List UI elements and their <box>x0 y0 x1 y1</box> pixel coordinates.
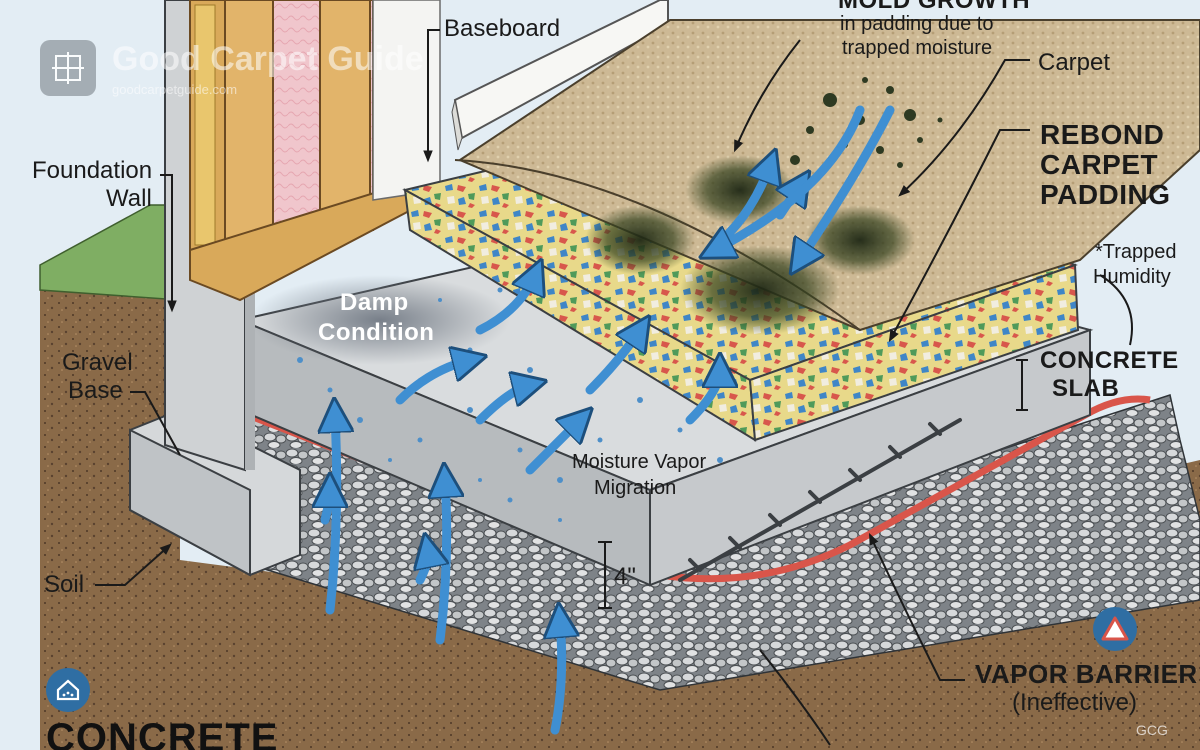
site-name: Good Carpet Guide <box>112 40 424 78</box>
damp-condition-line2: Condition <box>318 319 435 346</box>
baseboard-label: Baseboard <box>444 15 561 42</box>
carpet-logo-icon <box>40 40 96 96</box>
carpet-label: Carpet <box>1038 49 1111 76</box>
concrete-slab-line1: CONCRETE <box>1040 347 1179 374</box>
concrete-slab-marker <box>1016 359 1028 411</box>
moisture-vapor-line1: Moisture Vapor <box>572 451 707 473</box>
leader-lines <box>95 29 1133 746</box>
mold-desc-line1: in padding due to <box>840 13 994 35</box>
vapor-barrier-sheet <box>233 395 1151 583</box>
vapor-barrier-line2: (Ineffective) <box>1012 689 1137 716</box>
wall-framing <box>189 0 441 302</box>
foundation-wall-line2: Wall <box>106 185 152 212</box>
home-moisture-icon <box>46 668 90 712</box>
footer-title: CONCRETE <box>46 716 279 750</box>
corner-watermark: GCG <box>1136 722 1168 738</box>
foundation-wall-line1: Foundation <box>32 157 153 184</box>
footing <box>129 408 301 577</box>
damp-condition-line1: Damp <box>340 289 409 316</box>
moisture-arrows <box>325 105 895 735</box>
concrete-slab-line2: SLAB <box>1052 375 1120 402</box>
trapped-humidity-line2: Humidity <box>1093 266 1171 288</box>
rebond-label-line3: PADDING <box>1040 179 1171 210</box>
rebond-label-line1: REBOND <box>1040 119 1165 150</box>
slab-thickness-label: 4" <box>614 563 636 590</box>
site-url: goodcarpetguide.com <box>112 82 238 97</box>
soil-label: Soil <box>44 571 85 598</box>
mold-growth-title: MOLD GROWTH <box>838 0 1031 14</box>
moisture-vapor-line2: Migration <box>594 477 677 499</box>
gravel-base-line1: Gravel <box>62 349 133 376</box>
warning-triangle-icon <box>1093 607 1137 651</box>
grass-strip <box>39 204 181 301</box>
rebond-label-line2: CARPET <box>1040 149 1159 180</box>
vapor-barrier-line1: VAPOR BARRIER <box>975 659 1198 689</box>
gravel-base-line2: Base <box>68 377 123 404</box>
trapped-humidity-line1: *Trapped <box>1095 241 1177 263</box>
mold-desc-line2: trapped moisture <box>842 37 993 59</box>
slab-thickness-marker <box>598 541 612 609</box>
baseboard-trim <box>451 0 669 151</box>
